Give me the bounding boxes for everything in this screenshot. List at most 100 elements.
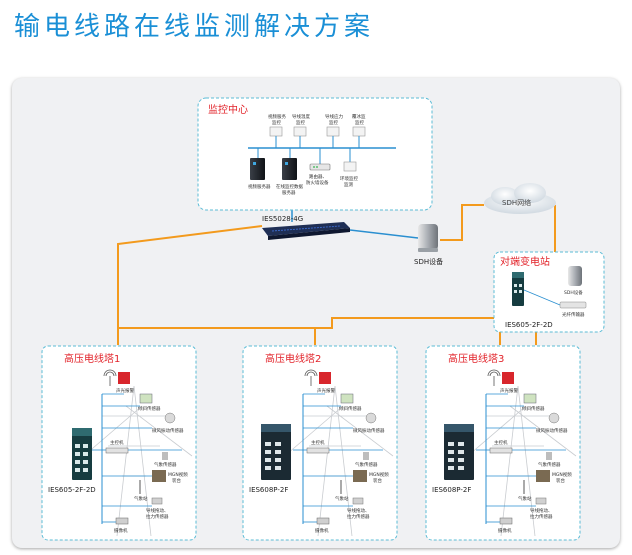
weather-sensor-icon [363, 452, 369, 460]
core-switch-label: IES5028-4G [262, 215, 303, 223]
client-monitor-1: 视频服务 监控 [268, 113, 286, 148]
svg-text:微风振动传感器: 微风振动传感器 [536, 427, 568, 434]
tower-title: 高压电线塔3 [448, 352, 504, 365]
cloud-icon [484, 183, 556, 214]
svg-text:主控机: 主控机 [110, 439, 124, 446]
orange-link-sdh-cloud [440, 204, 484, 241]
svg-text:微风振动传感器: 微风振动传感器 [353, 427, 385, 434]
client-monitor-4: 覆冰监 监控 [352, 113, 366, 148]
weather-sensor-icon [162, 452, 168, 460]
svg-text:拉力传感器: 拉力传感器 [347, 513, 370, 520]
env-monitor: 环境监控 监测 [340, 148, 358, 188]
wireless-icon [487, 369, 501, 386]
host-icon [489, 447, 513, 454]
alarm-icon [319, 372, 331, 384]
tension-sensor-icon [535, 497, 547, 505]
svg-text:监控: 监控 [272, 119, 281, 126]
tower-switch-label: IES605-2F-2D [48, 486, 96, 494]
svg-text:MGN视频: MGN视频 [369, 471, 389, 478]
sdh-icon [568, 266, 582, 286]
svg-text:环境监控: 环境监控 [340, 175, 358, 182]
blue-link-core-sdh [349, 229, 419, 239]
video-icon [536, 470, 550, 482]
svg-text:监控: 监控 [296, 119, 305, 126]
svg-text:倾斜传感器: 倾斜传感器 [522, 405, 545, 412]
sdh-cloud-label: SDH网络 [502, 198, 531, 207]
svg-text:导线拖动、: 导线拖动、 [146, 507, 169, 514]
sdh-device-label: SDH设备 [414, 257, 443, 266]
substation-title: 对端变电站 [500, 255, 550, 268]
svg-text:倾斜传感器: 倾斜传感器 [138, 405, 161, 412]
router-firewall: 路由器、 防火墙设备 [306, 148, 331, 186]
industrial-switch [72, 428, 92, 480]
svg-text:气象站: 气象站 [134, 495, 148, 502]
client-monitor-2: 导线温度 监控 [292, 113, 310, 148]
page-title: 输电线路在线监测解决方案 [14, 12, 375, 42]
svg-text:MGN视频: MGN视频 [168, 471, 188, 478]
vibration-sensor-icon [548, 412, 560, 424]
svg-text:装台: 装台 [373, 477, 382, 484]
switch-icon [512, 272, 524, 306]
optic-icon [559, 301, 587, 309]
svg-text:气象传感器: 气象传感器 [355, 461, 378, 468]
switch-icon [72, 428, 92, 480]
camera-icon [115, 517, 129, 525]
sdh-device: SDH设备 [414, 224, 443, 266]
svg-text:导线拖动、: 导线拖动、 [530, 507, 553, 514]
svg-text:气象传感器: 气象传感器 [154, 461, 177, 468]
svg-text:MGN视频: MGN视频 [552, 471, 572, 478]
towers: 高压电线塔1声光报警倾斜传感器微风振动传感器主控机气象传感器MGN视频装台气象站… [41, 345, 581, 541]
svg-text:监测: 监测 [344, 181, 353, 188]
router-icon [309, 163, 331, 171]
svg-text:声光报警: 声光报警 [317, 387, 335, 394]
svg-text:声光报警: 声光报警 [500, 387, 518, 394]
svg-text:摄像机: 摄像机 [498, 527, 512, 534]
core-switch: IES5028-4G [262, 215, 350, 240]
orange-link-towers-2 [315, 317, 501, 345]
monitor-icon [352, 126, 366, 137]
sdh-cloud: SDH网络 [484, 183, 556, 214]
svg-text:视频服务: 视频服务 [268, 113, 286, 120]
svg-text:装台: 装台 [556, 477, 565, 484]
orange-link-core-left [117, 225, 263, 345]
substation-switch [512, 272, 524, 306]
svg-text:导线温度: 导线温度 [292, 113, 310, 120]
substation-switch-label: IES605-2F-2D [505, 321, 553, 329]
tower-switch-label: IES608P-2F [249, 486, 288, 494]
tilt-sensor-icon [340, 393, 354, 404]
monitor-center-title: 监控中心 [208, 103, 248, 116]
video-icon [353, 470, 367, 482]
svg-text:微风振动传感器: 微风振动传感器 [152, 427, 184, 434]
monitor-center: 监控中心 视频服务 监控 导线温度 监控 导线应力 监控 覆冰监 监控 [197, 97, 433, 211]
svg-text:在线监控数据: 在线监控数据 [276, 183, 303, 190]
server-icon [250, 158, 265, 180]
svg-text:防火墙设备: 防火墙设备 [306, 179, 329, 186]
svg-text:气象传感器: 气象传感器 [538, 461, 561, 468]
video-icon [152, 470, 166, 482]
svg-text:服务器: 服务器 [282, 189, 296, 196]
svg-text:声光报警: 声光报警 [116, 387, 134, 394]
alarm-icon [502, 372, 514, 384]
industrial-switch [261, 424, 291, 480]
svg-text:覆冰监: 覆冰监 [352, 113, 366, 120]
svg-text:摄像机: 摄像机 [315, 527, 329, 534]
substation: 对端变电站 IES605-2F-2D SDH设备 光纤传输器 [493, 251, 605, 333]
pylon-icon [455, 385, 577, 537]
vibration-sensor-icon [164, 412, 176, 424]
tension-sensor-icon [352, 497, 364, 505]
sdh-icon [418, 224, 438, 250]
industrial-switch [444, 424, 474, 480]
host-icon [306, 447, 330, 454]
svg-text:主控机: 主控机 [494, 439, 508, 446]
svg-text:监控: 监控 [355, 119, 364, 126]
svg-text:SDH设备: SDH设备 [564, 289, 583, 296]
tower-1: 高压电线塔1声光报警倾斜传感器微风振动传感器主控机气象传感器MGN视频装台气象站… [41, 345, 197, 541]
monitor-icon [343, 161, 357, 172]
tower-title: 高压电线塔2 [265, 352, 321, 365]
tension-sensor-icon [151, 497, 163, 505]
substation-sdh: SDH设备 [564, 266, 583, 296]
svg-text:拉力传感器: 拉力传感器 [530, 513, 553, 520]
tilt-sensor-icon [139, 393, 153, 404]
wireless-icon [304, 369, 318, 386]
